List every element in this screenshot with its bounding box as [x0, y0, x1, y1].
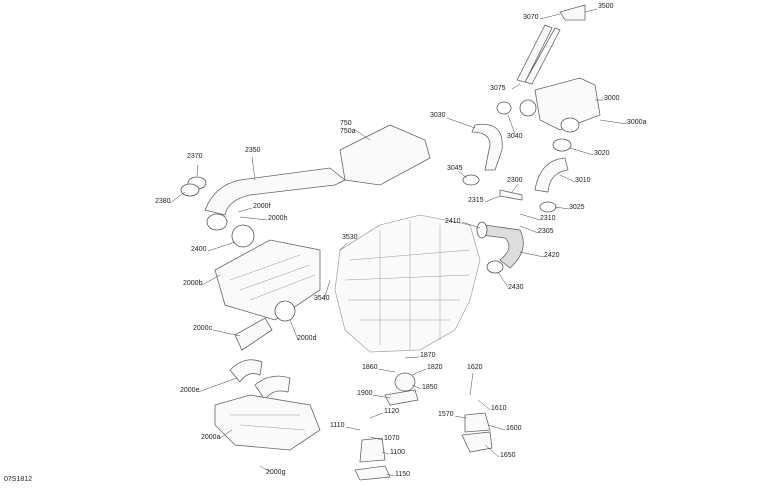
callout: 2310	[540, 215, 556, 222]
engine-block	[334, 214, 481, 353]
callout: 2300	[507, 177, 523, 184]
callout: 2410	[445, 218, 461, 225]
callout: 3040	[507, 133, 523, 140]
pipe-2300	[499, 189, 523, 201]
callout: 2000h	[268, 215, 288, 222]
hose-3030	[471, 123, 503, 171]
callout: 3000a	[627, 119, 647, 126]
callout: 1150	[395, 471, 411, 478]
callout: 2315	[468, 197, 484, 204]
callout: 3070	[523, 14, 539, 21]
callout: 2430	[508, 284, 524, 291]
callout: 2420	[544, 252, 560, 259]
callout: 2000g	[266, 469, 286, 476]
intake-elbow-1	[229, 359, 263, 383]
callout: 3075	[490, 85, 506, 92]
callout: 1070	[384, 435, 400, 442]
callout: 1100	[390, 449, 406, 456]
intercooler	[534, 77, 601, 131]
callout: 3500	[598, 3, 614, 10]
callout: 2000e	[180, 387, 200, 394]
hose-2420	[481, 224, 524, 269]
callout: 3010	[575, 177, 591, 184]
intake-duct	[204, 167, 346, 216]
callout: 1610	[491, 405, 507, 412]
callout: 2370	[187, 153, 203, 160]
bracket-1900	[384, 389, 419, 406]
callout: 3530	[342, 234, 358, 241]
callout: 1600	[506, 425, 522, 432]
intake-tube	[234, 317, 273, 351]
bracket-3075	[516, 24, 561, 85]
callout: 2305	[538, 228, 554, 235]
callout: 3540	[314, 295, 330, 302]
callout: 3045	[447, 165, 463, 172]
mount-1100	[359, 437, 386, 463]
bracket-3070	[559, 4, 586, 21]
callout: 2350	[245, 147, 261, 154]
callout: 3000	[604, 95, 620, 102]
plate-1150	[354, 465, 391, 481]
callout: 1650	[500, 452, 516, 459]
callout: 1110	[330, 422, 345, 429]
callout: 1120	[384, 408, 400, 415]
airbox	[214, 394, 321, 451]
intake-elbow-2	[254, 375, 291, 401]
callout: 2000b	[183, 280, 203, 287]
mount-1600	[464, 412, 491, 433]
callout: 2400	[191, 246, 207, 253]
callout: 2000f	[253, 203, 271, 210]
bracket-1650	[461, 431, 493, 453]
callout: 2000d	[297, 335, 317, 342]
callout: 2380	[155, 198, 171, 205]
mount-1850	[394, 372, 416, 392]
callout: 750a	[340, 128, 356, 135]
callout: 1620	[467, 364, 483, 371]
callout: 750	[340, 120, 352, 127]
callout: 1820	[427, 364, 443, 371]
callout: 2000a	[201, 434, 221, 441]
callout: 1900	[357, 390, 373, 397]
callout: 1850	[422, 384, 438, 391]
callout: 1570	[438, 411, 454, 418]
callout: 3020	[594, 150, 610, 157]
callout: 3025	[569, 204, 585, 211]
hose-3010	[534, 157, 569, 193]
callout: 2000c	[193, 325, 213, 332]
callout: 1870	[420, 352, 436, 359]
callout: 3030	[430, 112, 446, 119]
drawing-id: 07S1812	[4, 476, 33, 483]
callout: 1860	[362, 364, 378, 371]
leader-lines	[169, 8, 628, 477]
